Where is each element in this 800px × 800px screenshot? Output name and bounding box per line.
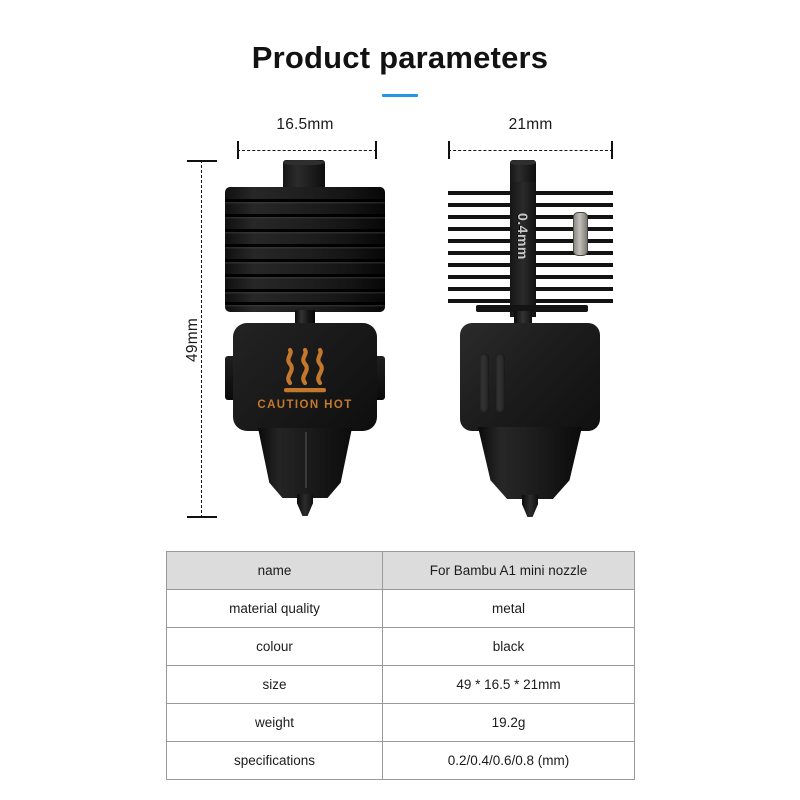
- heatsink-spine: [510, 182, 536, 317]
- page-title: Product parameters: [251, 40, 549, 75]
- table-cell-value: For Bambu A1 mini nozzle: [382, 551, 635, 590]
- dimension-label-height-left: 49mm: [184, 318, 201, 362]
- table-cell-key: weight: [166, 703, 383, 742]
- table-row: weight 19.2g: [166, 703, 635, 742]
- dimension-line-width-left: [237, 141, 377, 159]
- title-block: Product parameters: [0, 38, 800, 97]
- specifications-table: name For Bambu A1 mini nozzle material q…: [166, 551, 635, 780]
- table-cell-value: 19.2g: [382, 703, 635, 742]
- nozzle-size-engraving: 0.4mm: [515, 213, 531, 260]
- dimension-cap-right: [375, 141, 377, 159]
- title-accent-bar: [382, 94, 418, 97]
- caution-hot-label-block: CAUTION HOT: [233, 323, 377, 431]
- metal-clip-icon: [573, 212, 588, 256]
- heater-block-front: [258, 428, 352, 498]
- table-row: size 49 * 16.5 * 21mm: [166, 665, 635, 704]
- table-row: name For Bambu A1 mini nozzle: [166, 551, 635, 590]
- dimension-label-width-right: 21mm: [508, 116, 553, 133]
- table-cell-key: material quality: [166, 589, 383, 628]
- table-row: material quality metal: [166, 589, 635, 628]
- nozzle-tip-side: [522, 495, 538, 517]
- heatsink-base-plate: [476, 305, 588, 312]
- dimension-dashed-line: [448, 150, 613, 151]
- body-groove: [480, 353, 489, 413]
- dimension-label-width-left: 16.5mm: [276, 116, 334, 133]
- body-groove: [496, 353, 505, 413]
- table-cell-value: black: [382, 627, 635, 666]
- dimension-dashed-line: [237, 150, 377, 151]
- product-illustration-area: 16.5mm 49mm 21mm: [0, 110, 800, 540]
- filament-inlet-stub: [283, 160, 325, 190]
- product-image-side-view: 0.4mm: [448, 160, 613, 525]
- caution-hot-artwork: CAUTION HOT: [233, 345, 377, 411]
- body-seam-line: [305, 432, 307, 488]
- table-row: colour black: [166, 627, 635, 666]
- nozzle-tip-front: [297, 494, 313, 516]
- dimension-cap-bottom: [187, 516, 217, 518]
- table-cell-key: specifications: [166, 741, 383, 780]
- table-cell-value: 0.2/0.4/0.6/0.8 (mm): [382, 741, 635, 780]
- table-cell-key: size: [166, 665, 383, 704]
- specifications-table-body: name For Bambu A1 mini nozzle material q…: [166, 551, 635, 780]
- dimension-dashed-line-vertical: [201, 160, 202, 518]
- dimension-cap-top: [187, 160, 217, 162]
- dimension-line-width-right: [448, 141, 613, 159]
- dimension-cap-right: [611, 141, 613, 159]
- table-cell-value: metal: [382, 589, 635, 628]
- specifications-table-container: name For Bambu A1 mini nozzle material q…: [166, 551, 635, 780]
- table-row: specifications 0.2/0.4/0.6/0.8 (mm): [166, 741, 635, 780]
- table-cell-value: 49 * 16.5 * 21mm: [382, 665, 635, 704]
- table-cell-key: name: [166, 551, 383, 590]
- table-cell-key: colour: [166, 627, 383, 666]
- heatbreak-neck: [514, 311, 532, 325]
- dimension-line-height-left: [187, 160, 217, 518]
- nozzle-cone-side: [478, 427, 582, 499]
- heatbreak-neck: [295, 310, 315, 326]
- caution-hot-text: CAUTION HOT: [257, 399, 353, 411]
- heater-block-side: [460, 323, 600, 431]
- heatsink-front: [225, 187, 385, 312]
- heat-waves-icon: [284, 347, 326, 393]
- product-image-front-view: CAUTION HOT: [225, 160, 385, 525]
